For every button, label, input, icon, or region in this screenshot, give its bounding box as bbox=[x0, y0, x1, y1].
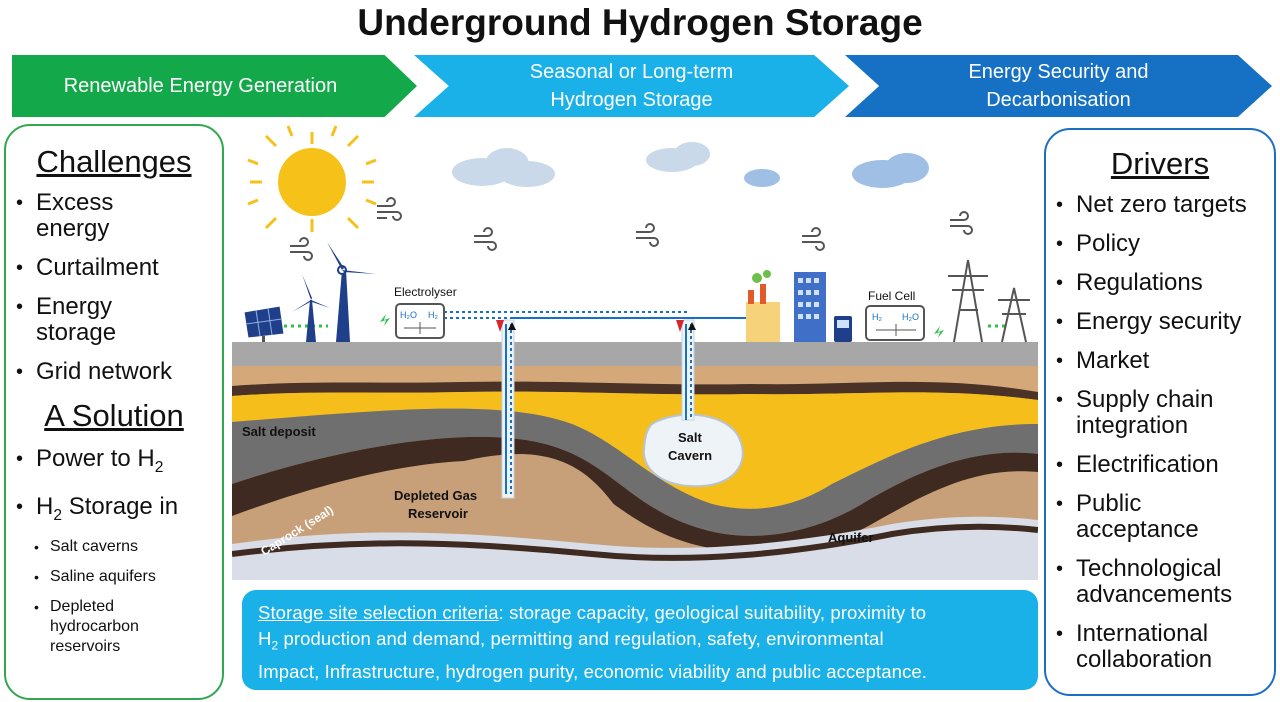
electrolyser-icon: H₂O H₂ bbox=[395, 303, 445, 339]
wind-turbine-icon bbox=[320, 242, 376, 342]
arrow-up-icon bbox=[508, 322, 516, 330]
arrow-up-icon bbox=[688, 322, 696, 330]
drivers-list: Net zero targets Policy Regulations Ener… bbox=[1046, 192, 1274, 673]
svg-text:H₂: H₂ bbox=[428, 310, 438, 320]
salt-cavern-well bbox=[681, 319, 695, 421]
cloud-icon bbox=[452, 148, 555, 187]
banner-step3-line1: Energy Security and bbox=[968, 61, 1149, 83]
banner-step2-line1: Seasonal or Long-term bbox=[529, 61, 734, 83]
storage-type-item: Salt caverns bbox=[6, 537, 222, 557]
power-pylon-icon bbox=[998, 287, 1030, 343]
sun-icon bbox=[247, 125, 377, 232]
salt-deposit-layer bbox=[232, 391, 1038, 509]
challenge-item: Energy storage bbox=[6, 294, 146, 346]
wind-icon bbox=[377, 197, 402, 221]
svg-text:H₂O: H₂O bbox=[400, 310, 417, 320]
driver-item: Net zero targets bbox=[1046, 192, 1274, 219]
solution-item-h2-storage: H2 Storage in bbox=[6, 493, 222, 529]
cloud-icon bbox=[744, 169, 780, 187]
fuel-cell-label: Fuel Cell bbox=[868, 289, 915, 303]
driver-item: Policy bbox=[1046, 231, 1274, 258]
storage-type-list: Salt caverns Saline aquifers Depleted hy… bbox=[6, 537, 222, 657]
drivers-panel: Drivers Net zero targets Policy Regulati… bbox=[1044, 128, 1276, 696]
depleted-reservoir-label-line2: Reservoir bbox=[408, 506, 468, 521]
challenges-list: Excess energy Curtailment Energy storage… bbox=[6, 190, 216, 386]
power-pylon-icon bbox=[948, 259, 988, 343]
driver-item: Electrification bbox=[1046, 452, 1274, 479]
banner-step2-line2: Hydrogen Storage bbox=[550, 89, 713, 111]
surface-gravel bbox=[232, 342, 1038, 366]
aquifer-layer bbox=[232, 516, 1038, 580]
fuel-pump-icon bbox=[834, 316, 852, 342]
wind-icon bbox=[636, 223, 659, 247]
solution-heading: A Solution bbox=[44, 398, 184, 433]
cloud-icon bbox=[852, 153, 929, 188]
solution-list: Power to H2 H2 Storage in bbox=[6, 446, 222, 529]
drivers-heading: Drivers bbox=[1110, 146, 1210, 181]
wind-icon bbox=[290, 237, 313, 261]
criteria-text-2: production and demand, permitting and re… bbox=[278, 628, 884, 649]
solution-item-power-to-h2: Power to H2 bbox=[6, 446, 222, 481]
factory-icon bbox=[746, 270, 780, 342]
valve-icon bbox=[496, 320, 504, 332]
storage-type-item: Depleted hydrocarbon reservoirs bbox=[6, 597, 150, 657]
challenge-item: Curtailment bbox=[6, 255, 216, 282]
svg-text:H₂: H₂ bbox=[872, 312, 882, 322]
aquifer-label: Aquifer bbox=[828, 530, 874, 545]
driver-item: Regulations bbox=[1046, 270, 1274, 297]
driver-item: Supply chain integration bbox=[1046, 387, 1236, 439]
driver-item: Technological advancements bbox=[1046, 556, 1246, 608]
lightning-icon bbox=[380, 314, 390, 326]
salt-deposit-label: Salt deposit bbox=[242, 424, 316, 439]
electrolyser-label: Electrolyser bbox=[394, 285, 457, 299]
wind-icon bbox=[802, 227, 825, 251]
storage-scene-illustration: Electrolyser H₂O H₂ Fuel Cell H₂ H₂O Sal… bbox=[232, 125, 1038, 580]
criteria-text-1: : storage capacity, geological suitabili… bbox=[498, 602, 927, 623]
cloud-icon bbox=[646, 142, 710, 172]
driver-item: Public acceptance bbox=[1046, 491, 1216, 543]
salt-cavern-label-line2: Cavern bbox=[668, 448, 712, 463]
criteria-label: Storage site selection criteria bbox=[258, 602, 499, 623]
svg-text:H₂O: H₂O bbox=[902, 312, 919, 322]
challenge-item: Excess energy bbox=[6, 190, 146, 242]
site-selection-criteria: Storage site selection criteria: storage… bbox=[242, 590, 1038, 690]
banner-step1-label: Renewable Energy Generation bbox=[63, 75, 338, 97]
challenge-item: Grid network bbox=[6, 359, 216, 386]
salt-cavern bbox=[642, 413, 744, 488]
depleted-reservoir-well bbox=[501, 319, 515, 499]
lightning-icon bbox=[934, 326, 944, 338]
storage-type-item: Saline aquifers bbox=[6, 567, 222, 587]
page-title: Underground Hydrogen Storage bbox=[357, 2, 923, 43]
challenges-panel: Challenges Excess energy Curtailment Ene… bbox=[4, 124, 224, 700]
wind-icon bbox=[950, 211, 973, 235]
wind-icon bbox=[474, 227, 497, 251]
fuel-cell-icon: H₂ H₂O bbox=[865, 305, 925, 341]
banner-renewable-generation: Renewable Energy Generation bbox=[12, 55, 417, 117]
wind-turbine-icon bbox=[292, 274, 330, 342]
valve-icon bbox=[676, 320, 684, 332]
challenges-heading: Challenges bbox=[36, 144, 192, 179]
driver-item: International collaboration bbox=[1046, 621, 1236, 673]
banner-step3-line2: Decarbonisation bbox=[986, 89, 1131, 111]
salt-cavern-label-line1: Salt bbox=[678, 430, 703, 445]
driver-item: Energy security bbox=[1046, 309, 1274, 336]
solar-panel-icon bbox=[243, 305, 285, 342]
caprock-layer bbox=[232, 408, 1038, 536]
building-icon bbox=[794, 272, 826, 342]
depleted-reservoir-label-line1: Depleted Gas bbox=[394, 488, 477, 503]
driver-item: Market bbox=[1046, 348, 1274, 375]
criteria-text-3: Impact, Infrastructure, hydrogen purity,… bbox=[258, 660, 928, 682]
